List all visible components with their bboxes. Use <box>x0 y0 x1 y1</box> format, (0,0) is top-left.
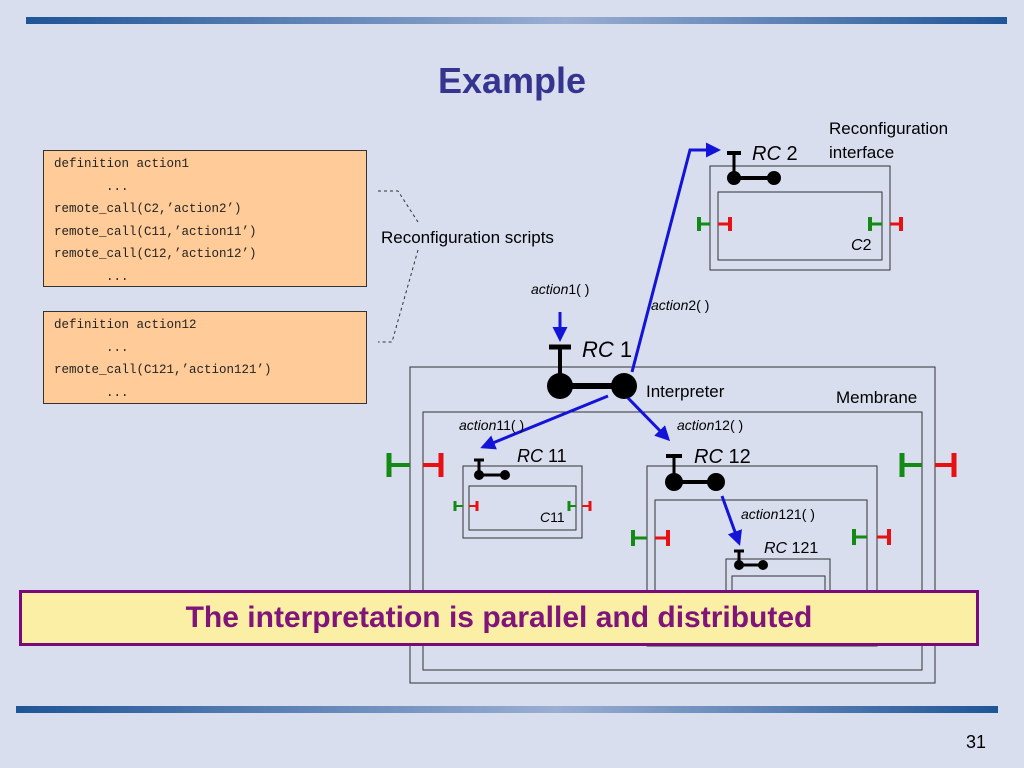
arrow-action121 <box>720 495 742 546</box>
arrow-action12 <box>626 396 671 442</box>
conclusion-banner: The interpretation is parallel and distr… <box>19 590 979 646</box>
slide-title: Example <box>437 60 587 101</box>
membrane-outer-box <box>409 366 936 684</box>
code-line: definition action12 <box>54 318 197 332</box>
c2-label: C2 <box>851 237 872 254</box>
code-line: remote_call(C2,’action2’) <box>54 202 242 216</box>
component-c12: RC 12 <box>631 446 891 647</box>
c12-right-interfaces <box>852 529 891 545</box>
code-line: remote_call(C121,’action121’) <box>54 363 272 377</box>
code-line: definition action1 <box>54 157 190 171</box>
code-line: ... <box>106 385 129 400</box>
code-block-action1: definition action1... remote_call(C2,’act… <box>43 150 367 287</box>
rc1-label: RC 1 <box>582 337 632 362</box>
bottom-rule <box>16 706 998 713</box>
c2-right-interfaces <box>868 217 903 231</box>
code-block-action12: definition action12... remote_call(C121,’… <box>43 311 367 404</box>
rc121-label: RC 121 <box>764 540 818 557</box>
component-c121: RC 121 <box>725 540 831 600</box>
code-line: remote_call(C11,’action11’) <box>54 224 257 239</box>
top-rule <box>26 17 1007 24</box>
c2-left-interfaces <box>697 217 732 231</box>
action11-label: action11( ) <box>459 417 524 433</box>
action12-label: action12( ) <box>677 417 743 433</box>
arrow-action2 <box>630 142 721 373</box>
content-box <box>422 411 923 671</box>
interpreter-label: Interpreter <box>646 382 725 401</box>
action1-label: action1( ) <box>531 281 589 297</box>
rc11-label: RC 11 <box>517 446 567 466</box>
action2-label: action2( ) <box>651 297 709 313</box>
code-line: ... <box>106 340 129 355</box>
rc1-controller: RC 1 <box>547 337 637 399</box>
component-c2: RC 2 C2 <box>697 143 903 271</box>
arrow-action11 <box>480 394 609 450</box>
scripts-bracket-bottom <box>378 249 419 343</box>
outer-right-interfaces <box>899 453 957 477</box>
code-line: ... <box>106 179 129 194</box>
outer-left-interfaces <box>386 453 444 477</box>
c12-left-interfaces <box>631 530 670 546</box>
page-number: 31 <box>965 732 986 752</box>
rc2-label: RC 2 <box>752 143 798 165</box>
action121-label: action121( ) <box>741 506 815 522</box>
rc12-label: RC 12 <box>694 446 751 468</box>
reconf-interface-label-1: Reconfiguration <box>829 119 948 138</box>
code-line: remote_call(C12,’action12’) <box>54 247 257 261</box>
scripts-bracket-top <box>378 190 419 223</box>
reconf-interface-label-2: interface <box>829 143 894 162</box>
membrane-label: Membrane <box>836 388 917 407</box>
c11-label: C11 <box>540 509 565 525</box>
code-line: ... <box>106 269 129 284</box>
scripts-label: Reconfiguration scripts <box>381 228 554 247</box>
component-c11: RC 11 C11 <box>453 446 592 539</box>
